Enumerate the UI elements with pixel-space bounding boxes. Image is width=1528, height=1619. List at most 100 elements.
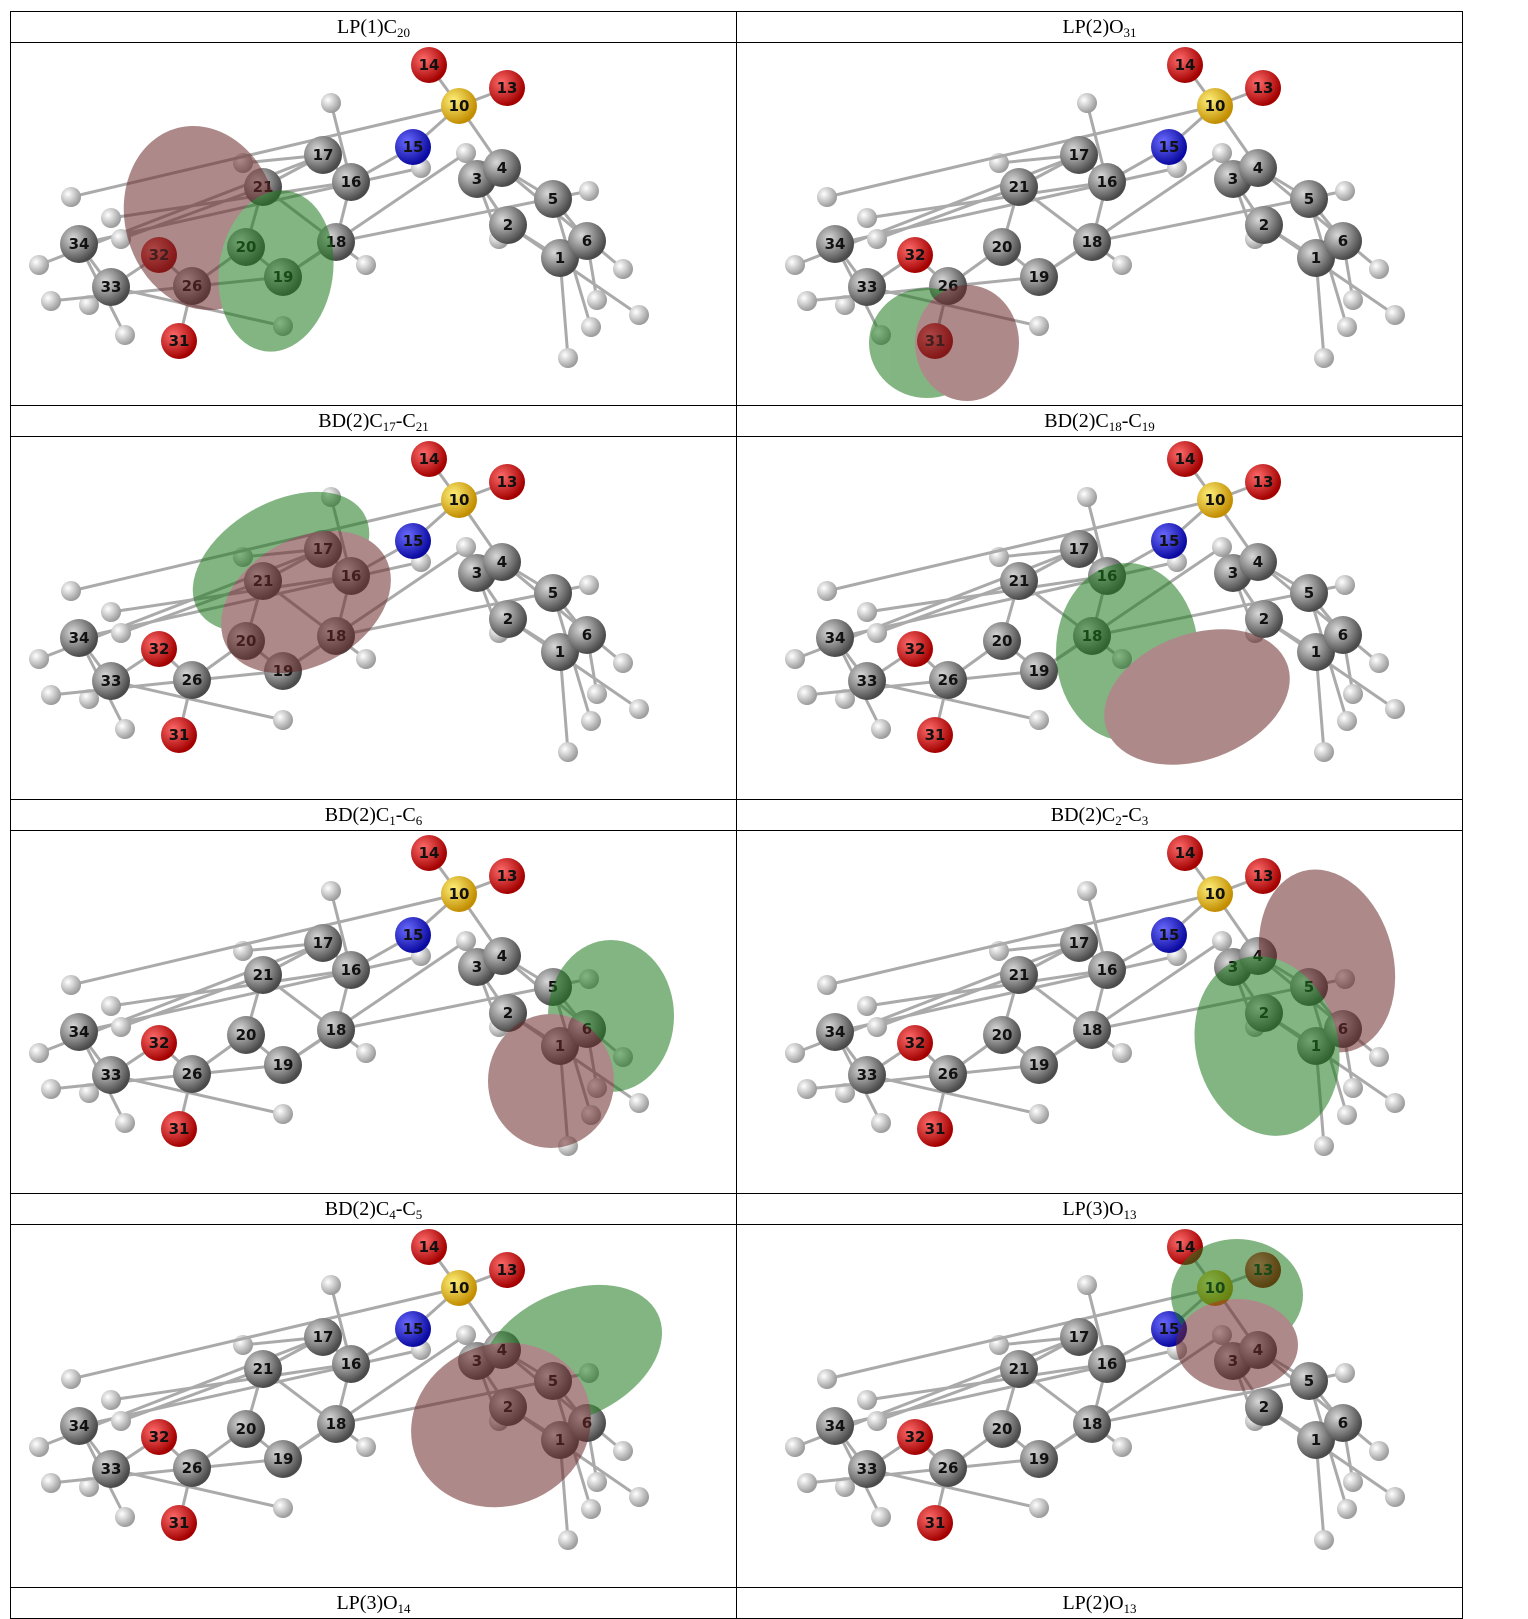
bond [826, 892, 1216, 987]
atom-20 [983, 1410, 1021, 1448]
atom-label: 17 [1069, 540, 1090, 558]
hydrogen-atom [1369, 1047, 1389, 1067]
atom-32 [897, 237, 933, 273]
atom-label: 19 [273, 1450, 294, 1468]
orbital-isosurface [411, 1284, 662, 1508]
molecule-image-panel-0: 123456101314151617181920212631323334 [10, 42, 737, 406]
atom-6 [568, 616, 606, 654]
orbital-lobe [218, 190, 334, 352]
atom-label: 31 [169, 726, 190, 744]
atom-label: 17 [1069, 146, 1090, 164]
hydrogen-atom [1314, 348, 1334, 368]
atom-4 [1239, 543, 1277, 581]
atom-label: 18 [1082, 1415, 1103, 1433]
orbital-lobe [1176, 1299, 1298, 1391]
atom-label: 32 [905, 1034, 926, 1052]
hydrogen-atom [273, 1104, 293, 1124]
hydrogen-atom [857, 602, 877, 622]
atom-34 [816, 1013, 854, 1051]
atom-6 [1324, 1404, 1362, 1442]
atom-14 [411, 835, 447, 871]
hydrogen-atom [111, 1411, 131, 1431]
atom-32 [897, 631, 933, 667]
atom-1 [1297, 239, 1335, 277]
atom-label: 21 [1009, 572, 1030, 590]
hydrogen-atom [857, 996, 877, 1016]
hydrogen-atom [273, 1498, 293, 1518]
hydrogen-atom [29, 255, 49, 275]
hydrogen-atom [79, 295, 99, 315]
atom-label: 4 [497, 553, 507, 571]
hydrogen-atom [629, 1093, 649, 1113]
hydrogen-atom [797, 685, 817, 705]
hydrogen-atom [867, 229, 887, 249]
hydrogen-atom [79, 689, 99, 709]
hydrogen-atom [101, 208, 121, 228]
atom-34 [60, 619, 98, 657]
atom-label: 26 [182, 1065, 203, 1083]
bond [866, 679, 1040, 722]
atom-label: 2 [503, 216, 513, 234]
atom-33 [92, 1056, 130, 1094]
hydrogen-atom [111, 623, 131, 643]
atom-label: 10 [1205, 491, 1226, 509]
bond [866, 1467, 1040, 1510]
orbital-isosurface [1171, 1239, 1303, 1391]
atom-18 [1073, 1405, 1111, 1443]
hydrogen-atom [629, 699, 649, 719]
atom-label: 13 [1253, 79, 1274, 97]
hydrogen-atom [1335, 1363, 1355, 1383]
bond [806, 1457, 1040, 1485]
atom-label: 14 [419, 450, 440, 468]
hydrogen-atom [1077, 93, 1097, 113]
hydrogen-atom [867, 1411, 887, 1431]
atom-10 [441, 482, 477, 518]
atom-20 [983, 1016, 1021, 1054]
atom-21 [1000, 1350, 1038, 1388]
molecule-image-panel-3: 123456101314151617181920212631323334 [736, 436, 1463, 800]
atom-label: 13 [1253, 473, 1274, 491]
atom-20 [227, 1410, 265, 1448]
atom-15 [1151, 523, 1187, 559]
hydrogen-atom [785, 255, 805, 275]
atom-label: 21 [253, 966, 274, 984]
bond [120, 1367, 264, 1423]
atom-label: 10 [449, 885, 470, 903]
hydrogen-atom [1335, 181, 1355, 201]
atom-33 [92, 662, 130, 700]
hydrogen-atom [558, 742, 578, 762]
atom-label: 6 [1338, 626, 1348, 644]
atom-31 [917, 1111, 953, 1147]
orbital-isosurface [869, 285, 1019, 401]
hydrogen-atom [1385, 1487, 1405, 1507]
bond [1038, 939, 1223, 1067]
hydrogen-atom [456, 143, 476, 163]
hydrogen-atom [1385, 699, 1405, 719]
atom-20 [983, 622, 1021, 660]
hydrogen-atom [1029, 316, 1049, 336]
atom-label: 14 [1175, 56, 1196, 74]
hydrogen-atom [61, 1369, 81, 1389]
atom-label: 34 [69, 1023, 90, 1041]
bond [50, 669, 284, 697]
atom-label: 2 [1259, 610, 1269, 628]
atom-20 [227, 1016, 265, 1054]
hydrogen-atom [1343, 684, 1363, 704]
atom-label: 13 [497, 79, 518, 97]
atom-10 [441, 876, 477, 912]
molecule-structure: 123456101314151617181920212631323334 [29, 441, 649, 762]
hydrogen-atom [871, 719, 891, 739]
atom-26 [173, 661, 211, 699]
atom-31 [161, 1505, 197, 1541]
hydrogen-atom [1029, 710, 1049, 730]
orbital-isosurface [192, 491, 391, 674]
atom-31 [917, 717, 953, 753]
caption-panel-8: LP(3)O14 [10, 1587, 737, 1619]
caption-panel-5: BD(2)C2-C3 [736, 799, 1463, 831]
atom-label: 32 [149, 1034, 170, 1052]
hydrogen-atom [871, 1113, 891, 1133]
hydrogen-atom [785, 1437, 805, 1457]
atom-1 [1297, 1421, 1335, 1459]
atom-26 [173, 1055, 211, 1093]
atom-17 [304, 136, 342, 174]
